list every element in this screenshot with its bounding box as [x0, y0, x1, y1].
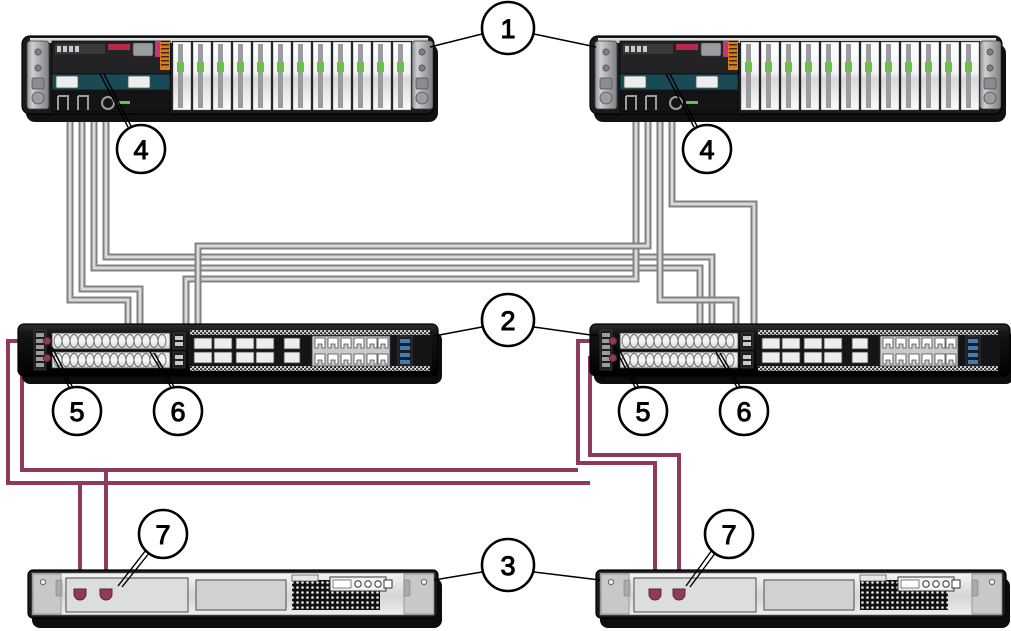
callout-1[interactable]: 1: [480, 0, 536, 56]
callout-7-right-label: 7: [721, 520, 736, 550]
callout-6-left-leader: [149, 351, 173, 390]
rack-server-right[interactable]: [595, 569, 1010, 628]
data-cable-group-right: [182, 60, 758, 366]
callout-1-label: 1: [500, 14, 515, 44]
callout-5-left-label: 5: [69, 397, 84, 427]
callout-7-right-leader-b: [685, 549, 713, 587]
server-media-bay: [195, 579, 287, 611]
callout-4-right-label: 4: [699, 135, 714, 165]
switch-rj45-bank-a[interactable]: [879, 335, 959, 367]
callout-2[interactable]: 2: [480, 292, 536, 348]
array-drive-bays: [172, 41, 412, 111]
storage-array-right[interactable]: [589, 35, 1006, 122]
callout-3-leader-right: [533, 571, 601, 581]
array-drive-bays: [740, 41, 980, 111]
callout-4-right[interactable]: 4: [681, 123, 733, 175]
server-right-ear: [403, 573, 435, 615]
switch-port-row-upper[interactable]: [619, 332, 754, 350]
callout-6-left-leader-b: [153, 352, 177, 391]
switch-rj45-bank-a[interactable]: [311, 335, 391, 367]
callout-5-left-leader-b: [51, 346, 75, 391]
array-controller-module: [51, 40, 171, 113]
callout-3-label: 3: [500, 551, 515, 581]
callout-layer: 1 2 3 4 4 5 5 6: [47, 0, 770, 593]
callout-2-leader-right: [533, 326, 599, 337]
switch-management-ports[interactable]: [599, 329, 618, 371]
callout-1-leader-left: [429, 33, 483, 48]
callout-5-left-leader: [47, 345, 71, 390]
server-right-ear: [971, 573, 1003, 615]
server-media-bay: [763, 579, 855, 611]
callout-5-right-leader: [613, 345, 637, 390]
callout-4-right-leader-b: [669, 73, 699, 129]
switch-port-row-lower[interactable]: [51, 351, 186, 369]
server-control-panel[interactable]: [291, 574, 393, 592]
switch-vent-rail: [756, 330, 1000, 371]
callout-6-left[interactable]: 6: [152, 385, 204, 437]
callout-4-left[interactable]: 4: [115, 123, 167, 175]
callout-7-left-label: 7: [155, 520, 170, 550]
callout-4-left-label: 4: [133, 135, 148, 165]
callout-7-left-leader-b: [117, 549, 147, 587]
storage-array-left[interactable]: [21, 35, 438, 122]
array-right-ear: [979, 40, 1002, 110]
callout-5-right[interactable]: 5: [617, 385, 669, 437]
switch-port-row-upper[interactable]: [51, 332, 186, 350]
callout-5-right-label: 5: [635, 397, 650, 427]
callout-6-right-leader-b: [719, 352, 743, 391]
switch-status-leds: [397, 335, 413, 367]
server-left-ear: [600, 573, 631, 615]
array-right-ear: [411, 40, 434, 110]
switch-management-ports[interactable]: [33, 329, 52, 371]
array-left-ear: [594, 40, 618, 110]
callout-4-left-leader-b: [103, 73, 133, 129]
callout-3[interactable]: 3: [480, 537, 536, 593]
callout-7-left-leader: [121, 551, 151, 588]
callout-2-leader-left: [433, 326, 483, 337]
switch-port-row-lower[interactable]: [619, 351, 754, 369]
callout-6-left-label: 6: [170, 397, 185, 427]
data-cable-group-left: [66, 60, 716, 366]
switch-vent-rail: [188, 330, 432, 371]
switch-status-leds: [965, 335, 981, 367]
callout-3-leader-left: [433, 571, 483, 581]
callout-6-right[interactable]: 6: [718, 385, 770, 437]
callout-7-right[interactable]: 7: [703, 508, 755, 560]
callout-1-leader-right: [533, 33, 597, 48]
callout-2-label: 2: [500, 306, 515, 336]
server-control-panel[interactable]: [859, 574, 961, 592]
callout-6-right-leader: [715, 351, 739, 390]
server-left-ear: [32, 573, 63, 615]
callout-6-right-label: 6: [736, 397, 751, 427]
network-switch-right[interactable]: [589, 323, 1011, 384]
server-hba-connectors: [73, 588, 686, 601]
array-controller-module: [619, 40, 739, 113]
network-switch-left[interactable]: [17, 323, 442, 384]
callout-5-left[interactable]: 5: [51, 385, 103, 437]
switch-sfp-cages[interactable]: [193, 337, 301, 364]
switch-sfp-cages[interactable]: [761, 337, 869, 364]
callout-7-right-leader: [689, 551, 717, 588]
callout-4-left-leader: [99, 73, 129, 128]
callout-5-right-leader-b: [617, 346, 641, 391]
array-left-ear: [26, 40, 50, 110]
callout-4-right-leader: [665, 73, 695, 128]
callout-7-left[interactable]: 7: [137, 508, 189, 560]
rack-server-left[interactable]: [27, 569, 442, 628]
